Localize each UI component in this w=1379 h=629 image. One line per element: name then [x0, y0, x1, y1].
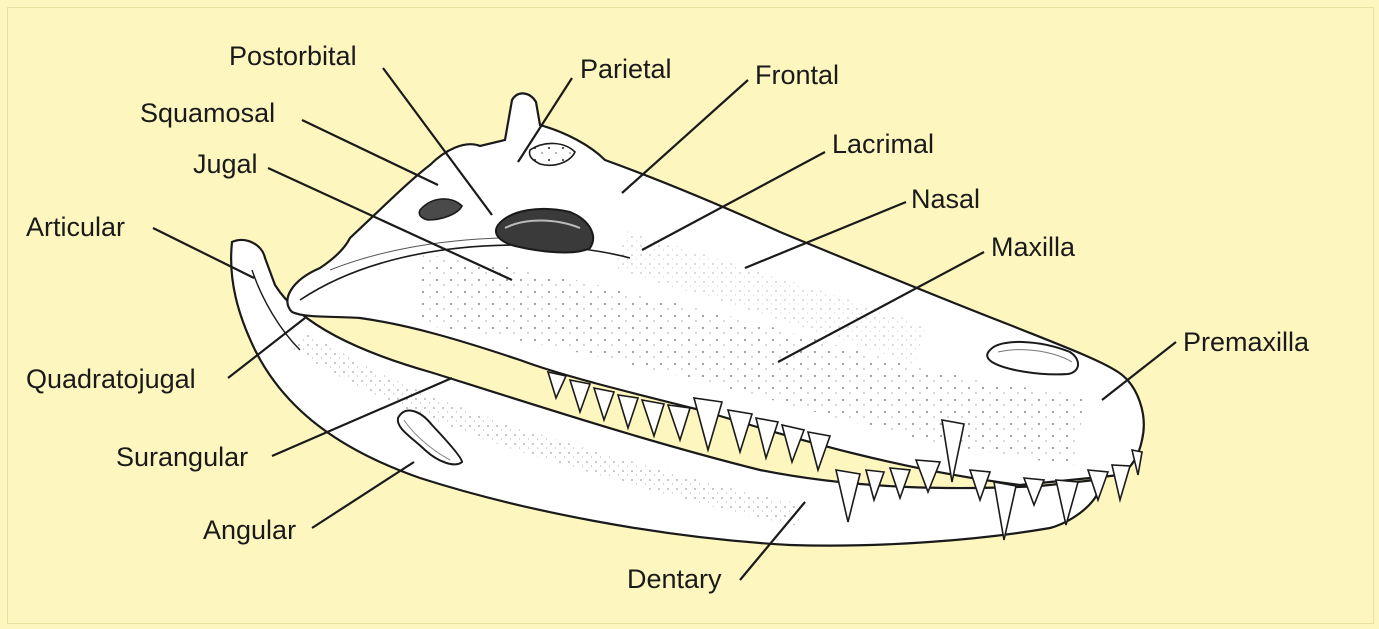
leader-squamosal: [302, 120, 438, 185]
leader-frontal: [622, 80, 748, 193]
label-lacrimal: Lacrimal: [832, 131, 934, 158]
label-jugal: Jugal: [193, 151, 258, 178]
label-premaxilla: Premaxilla: [1183, 329, 1309, 356]
label-surangular: Surangular: [116, 444, 248, 471]
label-maxilla: Maxilla: [991, 234, 1075, 261]
label-postorbital: Postorbital: [229, 43, 357, 70]
leader-angular: [312, 462, 414, 528]
label-articular: Articular: [26, 214, 125, 241]
label-angular: Angular: [203, 517, 296, 544]
label-parietal: Parietal: [580, 56, 672, 83]
label-nasal: Nasal: [911, 186, 980, 213]
label-frontal: Frontal: [755, 62, 839, 89]
label-dentary: Dentary: [627, 566, 722, 593]
label-quadratojugal: Quadratojugal: [26, 366, 196, 393]
label-squamosal: Squamosal: [140, 100, 275, 127]
